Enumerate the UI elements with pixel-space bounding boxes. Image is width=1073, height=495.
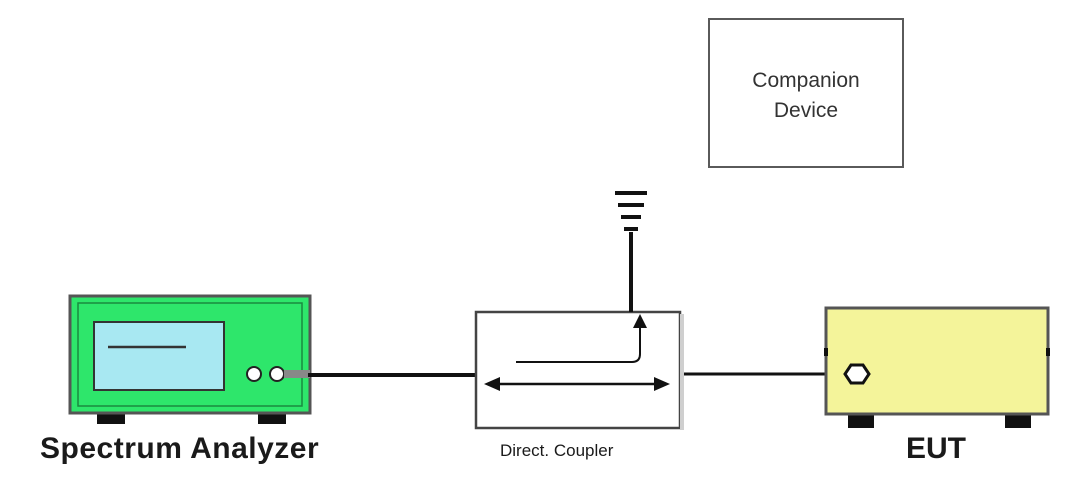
eut-foot-left [848, 412, 874, 428]
coupler-body [474, 310, 682, 430]
spectrum-analyzer-label: Spectrum Analyzer [40, 432, 320, 465]
analyzer-screen [93, 321, 225, 391]
directional-coupler-label: Direct. Coupler [500, 441, 614, 460]
eut-label: EUT [906, 432, 966, 465]
analyzer-inner-frame [77, 302, 303, 407]
eut-foot-right [1005, 412, 1031, 428]
companion-device-box: Companion Device [708, 18, 904, 168]
analyzer-knob-2 [269, 366, 285, 382]
connector-icon [843, 363, 871, 385]
eut-body [824, 306, 1050, 416]
analyzer-port [284, 370, 310, 378]
directional-coupler [474, 310, 684, 430]
spectrum-analyzer [68, 294, 312, 424]
analyzer-knob-1 [246, 366, 262, 382]
coupler-arrow-left-icon [484, 377, 500, 391]
coupler-shadow-right [680, 314, 684, 430]
coupler-arrow-up-icon [633, 314, 647, 328]
coupler-arrow-right-icon [654, 377, 670, 391]
coupler-coupled-path [516, 322, 641, 363]
companion-line-1: Companion [752, 69, 860, 92]
ground-symbol-icon [615, 191, 647, 231]
companion-device-label: Companion Device [710, 66, 902, 126]
eut-device [824, 306, 1050, 428]
companion-line-2: Device [773, 99, 839, 122]
